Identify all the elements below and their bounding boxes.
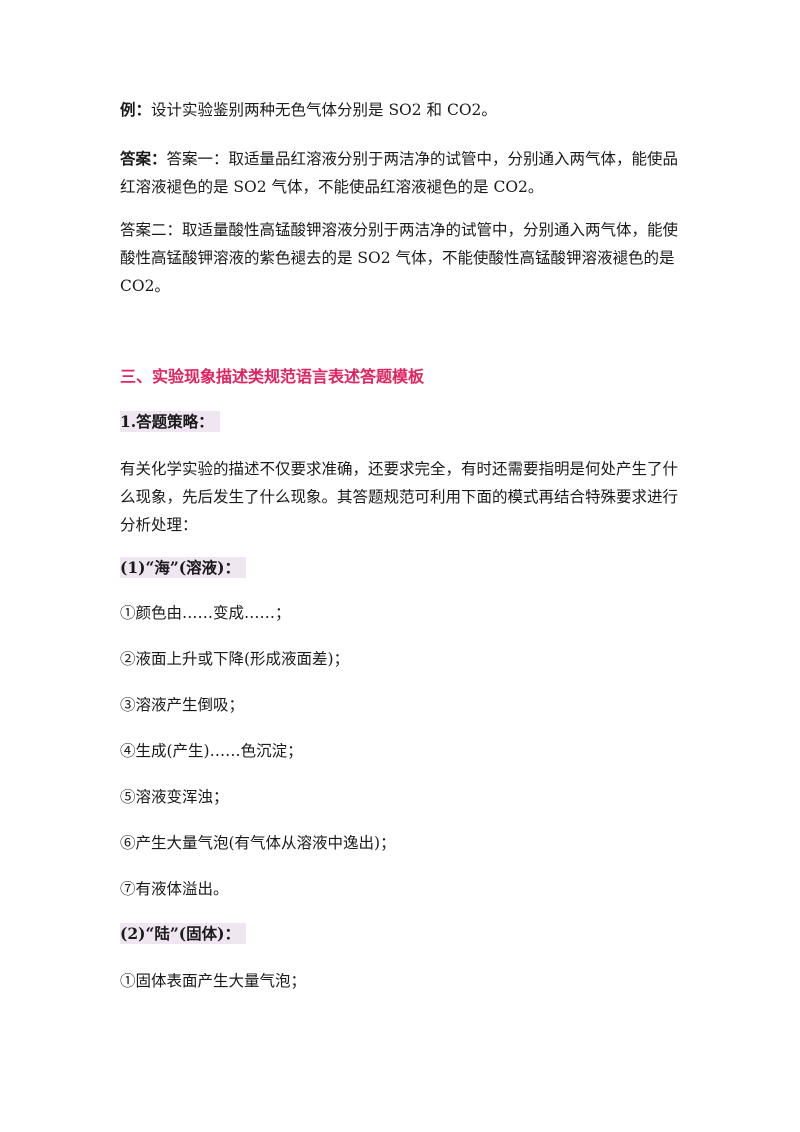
land-item: ①固体表面产生大量气泡； (120, 972, 307, 990)
sea-item: ⑦有液体溢出。 (120, 880, 229, 898)
answer-one-paragraph: 答案：答案一：取适量品红溶液分别于两洁净的试管中，分别通入两气体，能使品红溶液褪… (120, 145, 682, 201)
sea-item: ②液面上升或下降(形成液面差)； (120, 650, 350, 668)
answer-one-text: 答案一：取适量品红溶液分别于两洁净的试管中，分别通入两气体，能使品红溶液褪色的是… (120, 150, 679, 196)
sea-item: ①颜色由……变成……； (120, 604, 291, 622)
sea-item: ③溶液产生倒吸； (120, 696, 245, 714)
strategy-label-line: 1.答题策略： (120, 408, 682, 436)
sea-item: ⑤溶液变浑浊； (120, 788, 229, 806)
answer-two-paragraph: 答案二：取适量酸性高锰酸钾溶液分别于两洁净的试管中，分别通入两气体，能使酸性高锰… (120, 221, 679, 295)
land-label-line: (2)“陆”(固体)： (120, 920, 682, 948)
section-heading: 三、实验现象描述类规范语言表述答题模板 (120, 367, 425, 386)
example-text: 设计实验鉴别两种无色气体分别是 SO2 和 CO2。 (151, 101, 497, 119)
strategy-label: 1.答题策略： (120, 411, 220, 432)
answer-label: 答案： (120, 149, 167, 168)
example-paragraph: 例：设计实验鉴别两种无色气体分别是 SO2 和 CO2。 (120, 96, 682, 124)
land-label: (2)“陆”(固体)： (120, 923, 246, 944)
strategy-paragraph: 有关化学实验的描述不仅要求准确，还要求完全，有时还需要指明是何处产生了什么现象，… (120, 460, 679, 534)
sea-label-line: (1)“海”(溶液)： (120, 554, 682, 582)
sea-item: ⑥产生大量气泡(有气体从溶液中逸出)； (120, 834, 396, 852)
example-label: 例： (120, 100, 152, 119)
sea-item: ④生成(产生)……色沉淀； (120, 742, 303, 760)
sea-label: (1)“海”(溶液)： (120, 557, 246, 578)
